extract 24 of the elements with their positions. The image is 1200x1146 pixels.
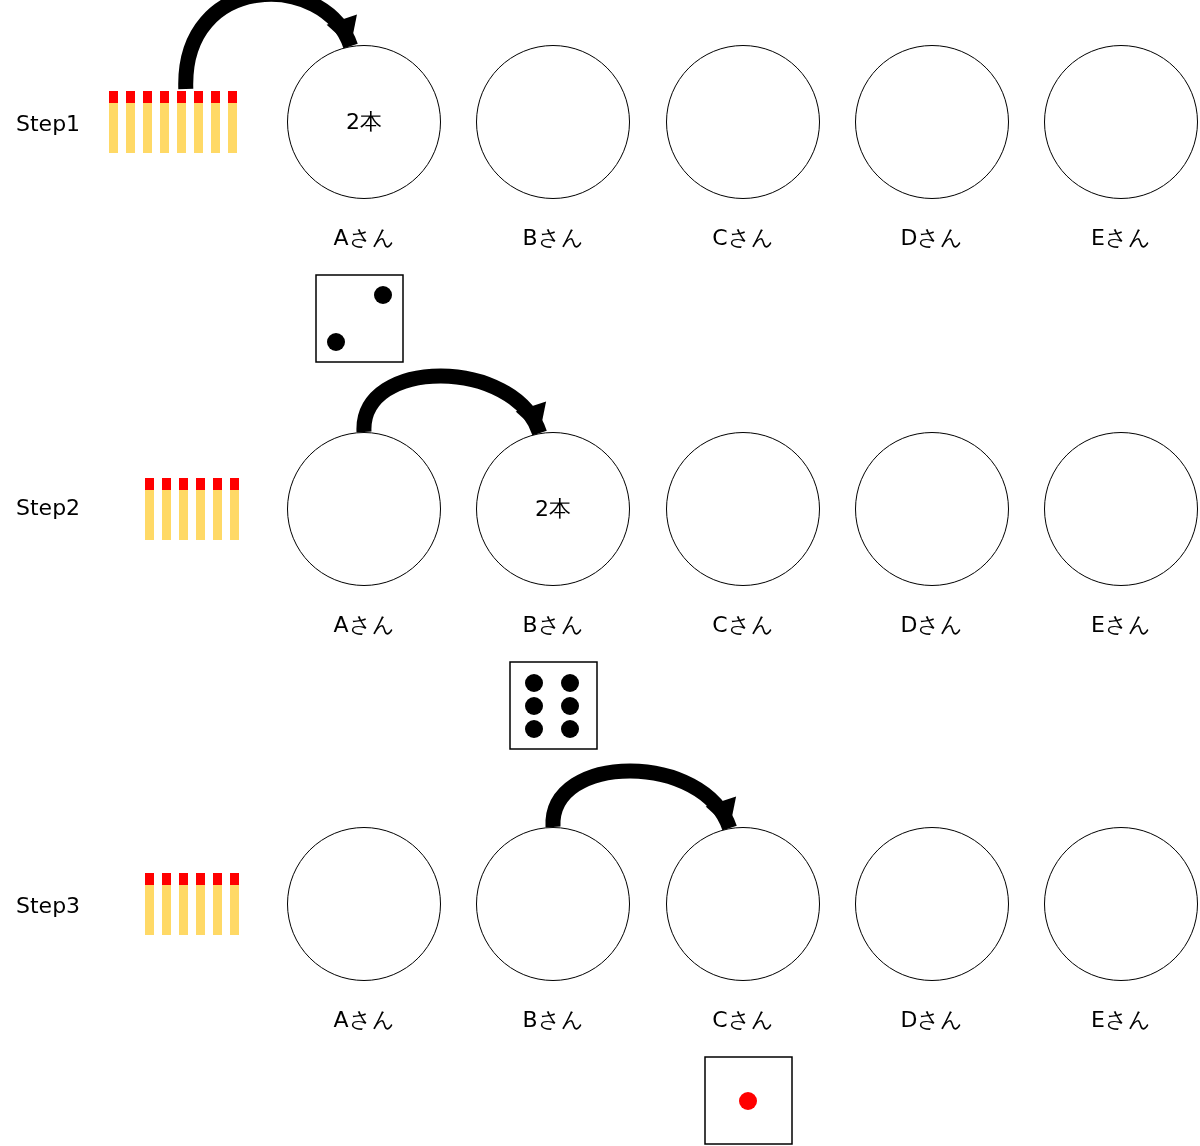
person-name: Aさん bbox=[333, 224, 395, 252]
curved-arrow bbox=[356, 368, 547, 437]
person-name: Bさん bbox=[522, 1006, 584, 1034]
person-name: Eさん bbox=[1091, 1006, 1151, 1034]
curved-arrow bbox=[545, 763, 737, 832]
person-name: Dさん bbox=[900, 224, 964, 252]
step-label: Step2 bbox=[16, 494, 81, 520]
person-name: Cさん bbox=[712, 611, 774, 639]
person-name: Cさん bbox=[712, 224, 774, 252]
count-text: 2本 bbox=[345, 108, 383, 136]
person-name: Eさん bbox=[1091, 611, 1151, 639]
person-name: Bさん bbox=[522, 224, 584, 252]
step-label: Step1 bbox=[16, 110, 81, 136]
step-label: Step3 bbox=[16, 892, 81, 918]
person-name: Dさん bbox=[900, 1006, 964, 1034]
person-name: Bさん bbox=[522, 611, 584, 639]
person-name: Dさん bbox=[900, 611, 964, 639]
count-text: 2本 bbox=[534, 495, 572, 523]
matches-drawing bbox=[109, 91, 237, 153]
person-name: Aさん bbox=[333, 611, 395, 639]
curved-arrow bbox=[178, 0, 358, 90]
person-name: Eさん bbox=[1091, 224, 1151, 252]
person-name: Cさん bbox=[712, 1006, 774, 1034]
person-name: Aさん bbox=[333, 1006, 395, 1034]
